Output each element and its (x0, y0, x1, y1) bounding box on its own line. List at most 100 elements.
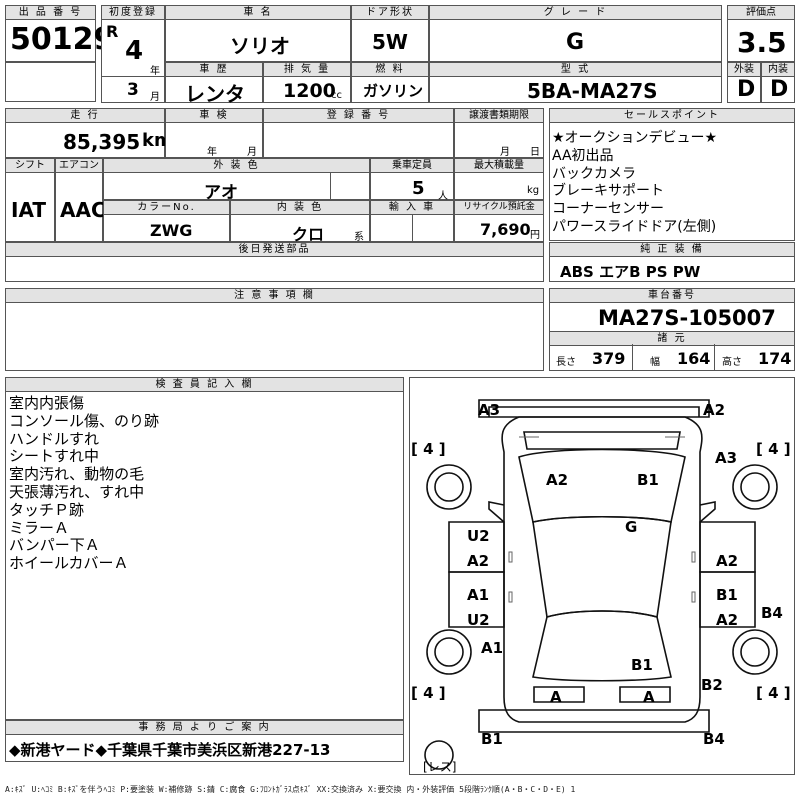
specs-header: 諸 元 (549, 331, 795, 346)
recycle-unit: 円 (530, 230, 540, 241)
fuel: ガソリン (363, 82, 424, 100)
mark-left-front-door-2: A2 (467, 552, 490, 570)
car-diagram (424, 399, 778, 770)
tire-front-left: [ 4 ] (411, 440, 446, 458)
mileage: 85,395 (63, 130, 141, 154)
inspector-header: 検 査 員 記 入 欄 (5, 377, 404, 392)
car-name-header: 車 名 (165, 5, 351, 20)
mark-left-rear-door-1: A1 (467, 586, 490, 604)
first-reg-divider (101, 76, 165, 77)
max-load-header: 最大積載量 (454, 158, 544, 173)
mark-rear-bumper-right: B4 (703, 730, 725, 748)
mark-hood-right: B1 (637, 471, 659, 489)
height: 174 (758, 349, 792, 368)
mark-right-rear-quarter: B2 (701, 676, 723, 694)
sales-point-item: バックカメラ (552, 165, 636, 182)
history: レンタ (185, 82, 245, 106)
specs-divider-2 (714, 344, 715, 371)
ext-color-header: 外 装 色 (103, 158, 370, 173)
lot-blank-cell (5, 62, 96, 102)
inspector-note: シートすれ中 (9, 447, 100, 466)
standard-equip-header: 純 正 装 備 (549, 242, 795, 257)
inspector-note: 天張薄汚れ、すれ中 (9, 482, 145, 501)
score: 3.5 (737, 26, 787, 59)
int-color-header: 内 装 色 (230, 200, 370, 215)
recycle: 7,690 (480, 220, 531, 239)
reg-month-unit: 月 (150, 92, 160, 103)
mark-right-rear-door-2: A2 (716, 611, 739, 629)
sales-point-item: パワースライドドア(左側) (552, 218, 717, 235)
transfer-header: 譲渡書類期限 (454, 108, 544, 123)
lot-no-header: 出 品 番 号 (5, 5, 96, 20)
mark-trunk: B1 (631, 656, 653, 674)
spare-tire-value: レス (427, 760, 452, 774)
door-type: 5W (372, 30, 408, 54)
ext-color-divider (330, 172, 331, 200)
mark-front-fender-right: A3 (715, 449, 738, 467)
mark-left-front-door-1: U2 (467, 527, 490, 545)
reg-month: 3 (127, 80, 139, 100)
capacity-unit: 人 (438, 191, 448, 202)
reg-year: 4 (125, 36, 144, 66)
tire-front-right-value: 4 (768, 440, 779, 458)
sales-point-cell (549, 108, 795, 241)
history-header: 車 歴 (165, 62, 263, 77)
mark-roof: G (625, 518, 638, 536)
grade-header: グ レ ー ド (429, 5, 722, 20)
inspector-note: コンソール傷、のり跡 (9, 411, 160, 430)
inspector-note: バンパー下Ａ (9, 536, 100, 555)
inspection-month-unit: 月 (247, 147, 257, 158)
mark-right-rear-fender: B4 (761, 604, 783, 622)
car-diagram-cell (409, 377, 795, 775)
mark-rear-bumper-left: B1 (481, 730, 503, 748)
mileage-header: 走 行 (5, 108, 165, 123)
tire-rear-right-value: 4 (768, 684, 779, 702)
reg-no-header: 登 録 番 号 (263, 108, 454, 123)
height-label: 高さ (722, 357, 742, 368)
tire-rear-left: [ 4 ] (411, 684, 446, 702)
inspector-note: ハンドルすれ (9, 429, 100, 448)
recycle-header: リサイクル預託金 (454, 200, 544, 215)
length: 379 (592, 349, 626, 368)
sales-point-item: ブレーキサポート (552, 183, 664, 200)
spare-tire: [レス] (423, 760, 457, 774)
score-header: 評価点 (727, 5, 795, 20)
chassis-header: 車台番号 (549, 288, 795, 303)
mark-right-front-door: A2 (716, 552, 739, 570)
tire-front-right: [ 4 ] (756, 440, 791, 458)
exterior-header: 外装 (727, 62, 761, 77)
transfer-day-unit: 日 (530, 147, 540, 158)
mark-rear-lamp-left: A (550, 688, 562, 706)
sales-point-item: コーナーセンサー (552, 201, 664, 218)
mark-hood-left: A2 (546, 471, 569, 489)
specs-divider-1 (632, 344, 633, 371)
inspector-note: ミラーＡ (9, 518, 70, 537)
later-parts-header: 後日発送部品 (5, 242, 544, 257)
import-divider (412, 214, 413, 242)
capacity: 5 (412, 178, 425, 199)
era: R (106, 22, 119, 41)
fuel-header: 燃 料 (351, 62, 429, 77)
mark-right-rear-door-1: B1 (716, 586, 738, 604)
import-header: 輸 入 車 (370, 200, 454, 215)
displacement-unit: cc (331, 90, 342, 101)
length-label: 長さ (556, 357, 576, 368)
office-note: ◆新港ヤード◆千葉県千葉市美浜区新港227-13 (9, 741, 331, 759)
shift-header: シフト (5, 158, 55, 173)
sales-point-header: セールスポイント (549, 108, 795, 123)
mark-front-bumper-left: A3 (478, 401, 501, 419)
max-load-unit: kg (527, 185, 540, 196)
transfer-month-unit: 月 (500, 147, 510, 158)
mark-left-rear-door-2: U2 (467, 611, 490, 629)
door-header: ドア形状 (351, 5, 429, 20)
office-header: 事 務 局 よ り ご 案 内 (5, 720, 404, 735)
width-label: 幅 (650, 357, 660, 368)
inspector-note-list: 室内内張傷 コンソール傷、のり跡 ハンドルすれ シートすれ中 室内汚れ、動物の毛… (9, 394, 160, 573)
mark-left-rear-fender: A1 (481, 639, 504, 657)
int-color: クロ (292, 225, 325, 244)
first-reg-cell (101, 5, 165, 103)
tire-front-left-value: 4 (423, 440, 434, 458)
standard-equip: ABS エアB PS PW (560, 263, 701, 281)
inspector-note: ホイールカバーＡ (9, 554, 129, 573)
chassis-no: MA27S-105007 (598, 306, 776, 330)
